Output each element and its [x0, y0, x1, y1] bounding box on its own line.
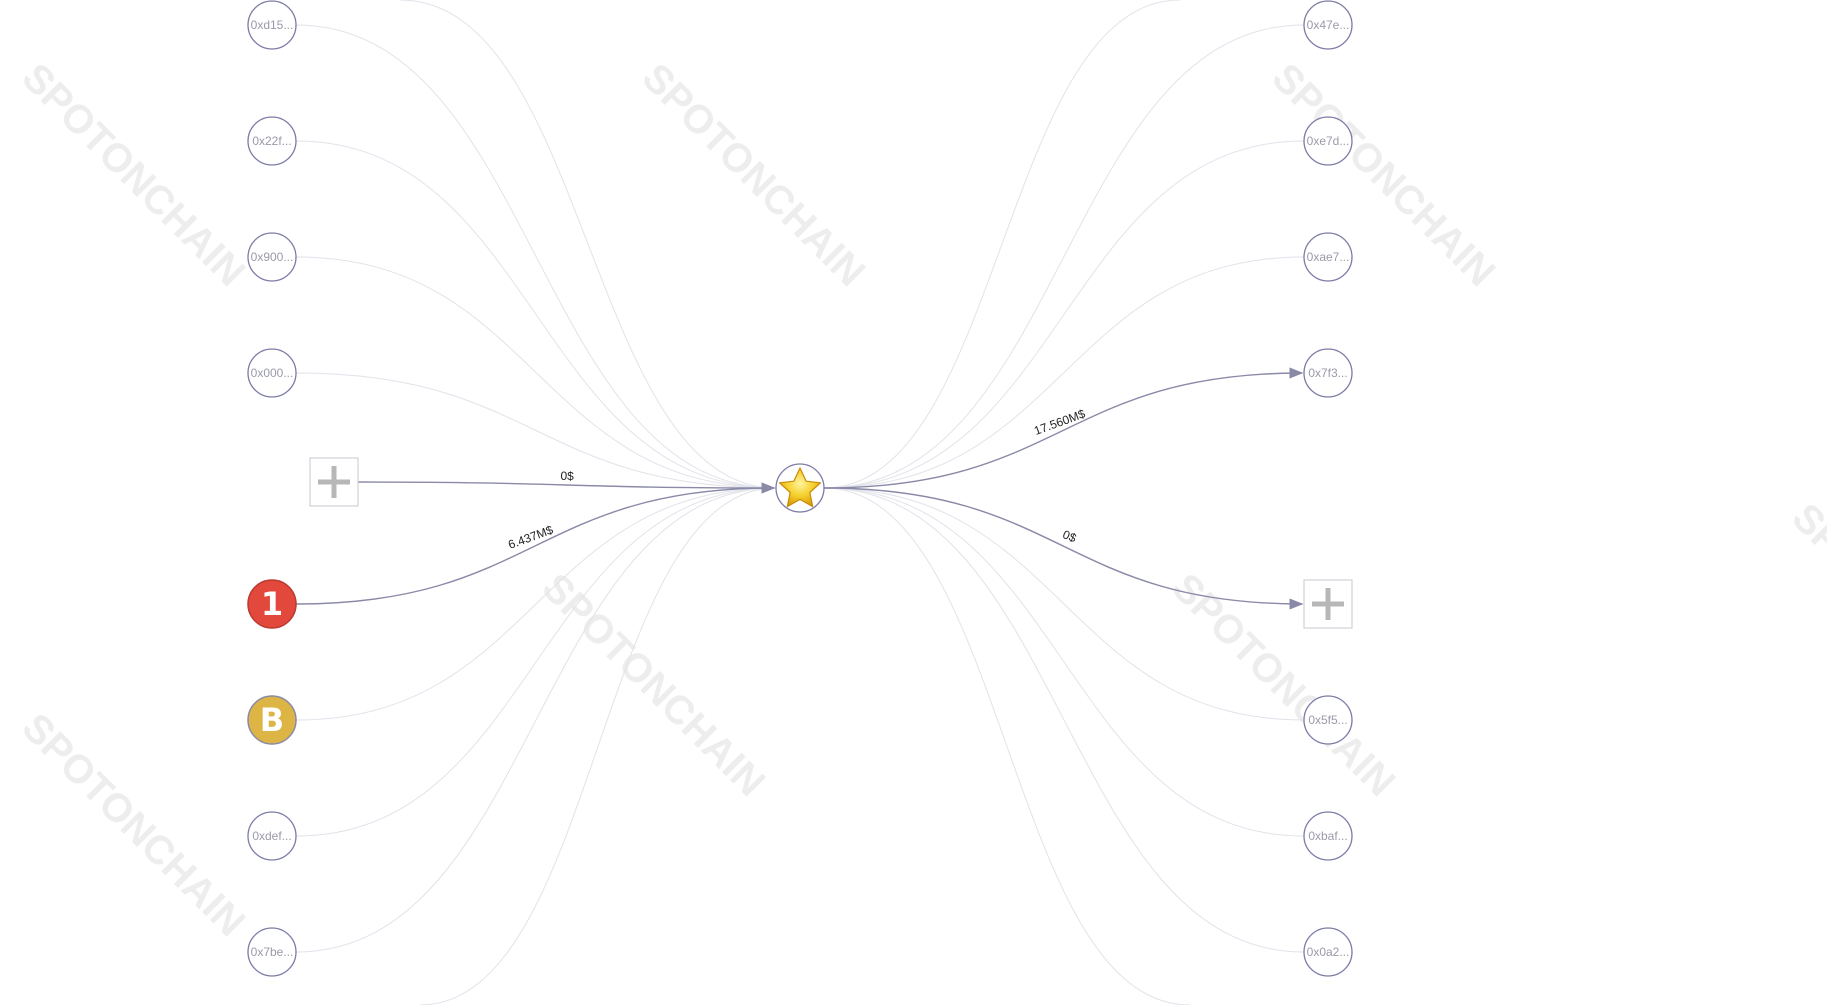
edge-background [823, 256, 1305, 489]
plus-icon [318, 466, 350, 498]
node-address-label: 0x47e... [1307, 18, 1350, 32]
edge-background [419, 487, 777, 1005]
edge-background [823, 487, 1305, 721]
edge-background [295, 140, 777, 489]
edge-background [823, 487, 1305, 953]
watermark-text: SPOTONCHAIN [634, 55, 874, 295]
node-0xe7d[interactable]: 0xe7d... [1303, 116, 1353, 166]
edge-expand-left-to-center-label: 0$ [560, 469, 574, 483]
exchange-b-icon: B [260, 701, 284, 739]
edge-background [823, 487, 1191, 1005]
edge-background [295, 372, 777, 489]
plus-icon [1312, 588, 1344, 620]
node-expand-left[interactable] [309, 457, 359, 507]
node-0x5f5[interactable]: 0x5f5... [1303, 695, 1353, 745]
edges-active [295, 367, 1304, 610]
node-0x47e[interactable]: 0x47e... [1303, 0, 1353, 50]
star-icon [778, 467, 822, 508]
edge-background [823, 487, 1305, 837]
node-0x900[interactable]: 0x900... [247, 232, 297, 282]
edge-background [823, 0, 1181, 489]
node-0xae7[interactable]: 0xae7... [1303, 232, 1353, 282]
node-0x000[interactable]: 0x000... [247, 348, 297, 398]
edge-background [295, 487, 777, 953]
node-address-label: 0x5f5... [1308, 713, 1347, 727]
edge-center-to-0x7f3[interactable] [823, 367, 1304, 489]
center-entity-node[interactable] [775, 463, 825, 513]
edge-center-to-expand-right[interactable] [823, 487, 1304, 610]
watermark-text: SPOTONCHAIN [1264, 55, 1504, 295]
edge-background [295, 24, 777, 489]
edge-exchange1-to-center[interactable] [295, 482, 776, 605]
node-address-label: 0xd15... [251, 18, 294, 32]
node-address-label: 0x7f3... [1308, 366, 1347, 380]
node-address-label: 0xbaf... [1308, 829, 1347, 843]
node-expand-right[interactable] [1303, 579, 1353, 629]
edge-background [399, 0, 777, 489]
node-address-label: 0xdef... [252, 829, 291, 843]
edge-center-to-expand-right-label: 0$ [1061, 527, 1079, 545]
watermark-text: SPOTONCHAIN [14, 55, 254, 295]
node-address-label: 0xe7d... [1307, 134, 1350, 148]
node-0xdef[interactable]: 0xdef... [247, 811, 297, 861]
node-address-label: 0x000... [251, 366, 294, 380]
edge-expand-left-to-center[interactable] [357, 481, 776, 494]
node-address-label: 0x0a2... [1307, 945, 1350, 959]
edge-center-to-0x7f3-label: 17.560M$ [1032, 406, 1087, 438]
watermark-layer: SPOTONCHAIN SPOTONCHAIN SPOTONCHAIN SPOTONC… [14, 55, 1827, 945]
edge-background [295, 487, 777, 837]
node-exchange-b[interactable]: B [247, 695, 297, 745]
node-0x7f3[interactable]: 0x7f3... [1303, 348, 1353, 398]
node-address-label: 0xae7... [1307, 250, 1350, 264]
node-0xd15[interactable]: 0xd15... [247, 0, 297, 50]
node-0xbaf[interactable]: 0xbaf... [1303, 811, 1353, 861]
watermark-text: SPOTONCHAIN [1164, 565, 1404, 805]
exchange-1-icon: 1 [261, 585, 283, 623]
watermark-text: SPOTONCHAIN [1784, 495, 1827, 735]
node-address-label: 0x900... [251, 250, 294, 264]
edge-background [295, 487, 777, 721]
node-address-label: 0x22f... [252, 134, 291, 148]
node-0x7be[interactable]: 0x7be... [247, 927, 297, 977]
left-nodes: 0xd15... 0x22f... 0x900... 0x000... 1B 0xdef.… [247, 0, 359, 977]
edge-background [823, 24, 1305, 489]
watermark-text: SPOTONCHAIN [14, 705, 254, 945]
right-nodes: 0x47e... 0xe7d... 0xae7... 0x7f3... 0x5f5...… [1303, 0, 1353, 977]
edge-background [823, 140, 1305, 489]
node-0x22f[interactable]: 0x22f... [247, 116, 297, 166]
edge-background [295, 256, 777, 489]
node-0x0a2[interactable]: 0x0a2... [1303, 927, 1353, 977]
node-exchange-1[interactable]: 1 [247, 579, 297, 629]
node-address-label: 0x7be... [251, 945, 294, 959]
